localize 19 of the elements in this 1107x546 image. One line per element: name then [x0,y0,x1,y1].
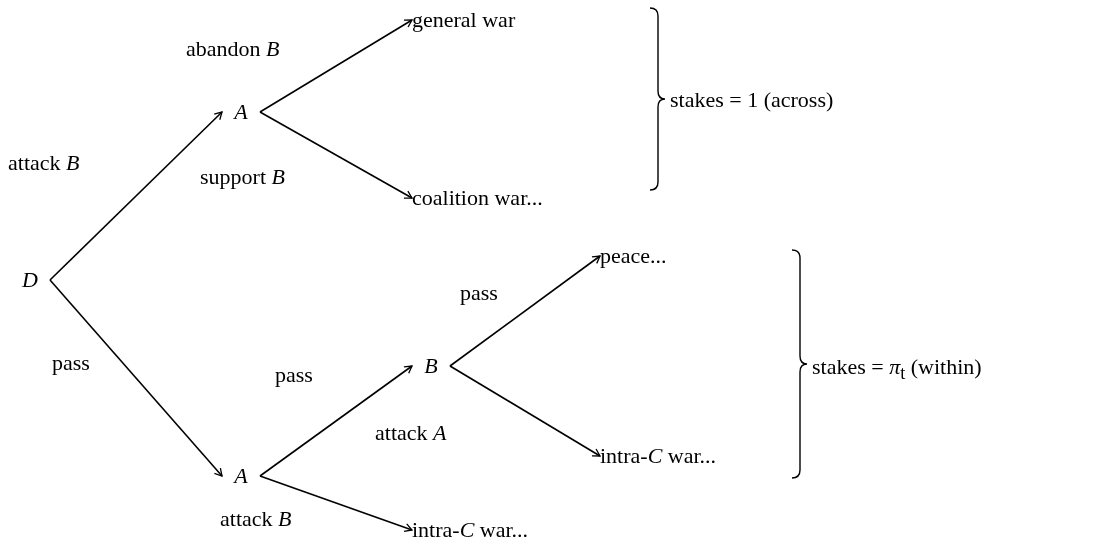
arrow [259,111,413,199]
arrow [259,19,413,113]
outcome-label: intra-C war... [600,443,717,469]
player-label: D [22,267,38,293]
arrow [449,255,601,367]
outcome-label: general war [412,7,516,33]
arrow [259,365,413,477]
stakes-note: stakes = π$_{t}$ (within) [812,354,982,385]
outcome-label: peace... [600,243,667,269]
arrow [49,111,223,281]
outcome-label: intra-C war... [412,517,529,543]
player-label: A [234,463,248,489]
player-label: B [424,353,438,379]
arrow [49,279,223,477]
player-label: A [234,99,248,125]
arrow [259,475,413,533]
stakes-note: stakes = 1 (across) [670,87,834,113]
outcome-label: coalition war... [412,185,543,211]
arrow [449,365,601,457]
